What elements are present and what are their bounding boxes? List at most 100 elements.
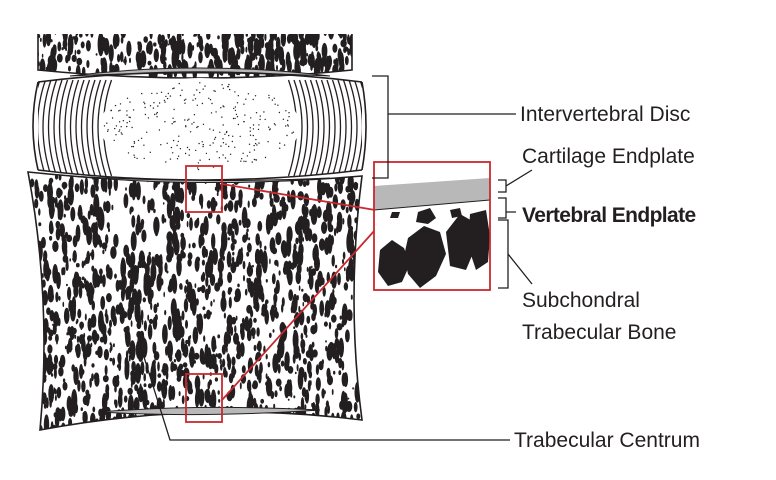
trabecular-pore	[109, 347, 112, 353]
trabecular-pore	[143, 320, 147, 332]
trabecular-pore	[176, 59, 182, 69]
trabecular-pore	[321, 221, 328, 234]
disc-bracket	[372, 75, 516, 179]
trabecular-pore	[357, 338, 362, 354]
nucleus-dot	[232, 135, 234, 137]
trabecular-pore	[343, 282, 349, 291]
trabecular-pore	[219, 260, 224, 272]
nucleus-dot	[140, 137, 143, 139]
trabecular-pore	[315, 45, 319, 52]
trabecular-pore	[37, 316, 42, 325]
trabecular-pore	[196, 314, 202, 332]
trabecular-pore	[100, 34, 104, 35]
trabecular-pore	[356, 182, 359, 186]
trabecular-pore	[90, 184, 96, 198]
trabecular-pore	[332, 194, 338, 209]
nucleus-dot	[177, 155, 180, 157]
trabecular-pore	[48, 384, 55, 404]
trabecular-pore	[224, 190, 228, 196]
nucleus-dot	[202, 88, 204, 90]
trabecular-pore	[87, 282, 94, 306]
trabecular-pore	[227, 356, 232, 371]
nucleus-dot	[252, 128, 255, 130]
lower-cartilage-endplate	[69, 175, 331, 184]
trabecular-pore	[89, 203, 94, 216]
nucleus-dot	[211, 102, 213, 105]
trabecular-pore	[141, 421, 144, 426]
trabecular-pore	[54, 174, 59, 180]
trabecular-pore	[69, 258, 71, 262]
trabecular-pore	[63, 245, 68, 258]
trabecular-pore	[62, 378, 66, 383]
trabecular-pore	[85, 34, 89, 37]
nucleus-dot	[253, 149, 256, 151]
trabecular-pore	[304, 418, 310, 426]
trabecular-pore	[56, 202, 61, 211]
trabecular-pore	[270, 304, 276, 322]
trabecular-pore	[247, 326, 251, 341]
trabecular-pore	[230, 222, 234, 229]
nucleus-dot	[271, 99, 274, 101]
trabecular-pore	[355, 387, 358, 397]
trabecular-pore	[83, 278, 87, 285]
trabecular-pore	[325, 340, 327, 343]
trabecular-pore	[276, 64, 278, 71]
trabecular-pore	[79, 368, 85, 376]
nucleus-dot	[219, 131, 221, 133]
nucleus-dot	[278, 111, 281, 114]
trabecular-pore	[73, 366, 79, 386]
trabecular-pore	[324, 306, 328, 314]
cartilage-leader	[498, 169, 533, 193]
nucleus-dot	[282, 118, 285, 121]
trabecular-pore	[344, 405, 349, 412]
trabecular-pore	[339, 315, 342, 320]
trabecular-pore	[200, 285, 206, 294]
trabecular-pore	[54, 196, 58, 208]
nucleus-dot	[128, 116, 130, 118]
trabecular-pore	[230, 184, 236, 199]
trabecular-pore	[38, 295, 42, 306]
annulus-ring	[42, 79, 52, 177]
trabecular-pore	[95, 375, 98, 384]
trabecular-pore	[287, 389, 291, 397]
nucleus-dot	[249, 127, 251, 129]
nucleus-dot	[173, 87, 175, 89]
trabecular-pore	[305, 179, 310, 186]
annulus-ring	[86, 79, 96, 177]
trabecular-pore	[164, 262, 168, 273]
trabecular-pore	[205, 261, 211, 279]
trabecular-pore	[162, 202, 165, 205]
trabecular-pore	[91, 373, 94, 382]
trabecular-pore	[316, 53, 320, 59]
nucleus-dot	[103, 125, 106, 127]
trabecular-pore	[259, 365, 263, 374]
nucleus-dot	[136, 157, 138, 160]
trabecular-pore	[219, 358, 222, 365]
trabecular-pore	[344, 267, 346, 272]
trabecular-pore	[271, 247, 278, 255]
nucleus-dot	[144, 103, 146, 105]
trabecular-pore	[248, 390, 252, 403]
trabecular-pore	[146, 254, 152, 266]
trabecular-pore	[353, 422, 357, 428]
trabecular-pore	[153, 42, 157, 47]
nucleus-dot	[285, 125, 287, 127]
trabecular-pore	[218, 399, 221, 403]
trabecular-pore	[268, 332, 272, 338]
trabecular-pore	[84, 187, 88, 195]
nucleus-dot	[194, 98, 197, 100]
trabecular-pore	[327, 404, 330, 414]
trabecular-pore	[85, 257, 89, 265]
trabecular-pore	[34, 184, 40, 199]
trabecular-pore	[265, 373, 268, 380]
trabecular-pore	[245, 46, 248, 53]
trabecular-pore	[293, 42, 299, 61]
trabecular-pore	[211, 335, 217, 353]
nucleus-dot	[132, 109, 135, 111]
trabecular-pore	[106, 222, 110, 229]
trabecular-pore	[295, 237, 299, 245]
trabecular-pore	[103, 424, 108, 430]
trabecular-pore	[217, 35, 220, 40]
trabecular-pore	[360, 295, 362, 306]
trabecular-pore	[331, 314, 337, 323]
